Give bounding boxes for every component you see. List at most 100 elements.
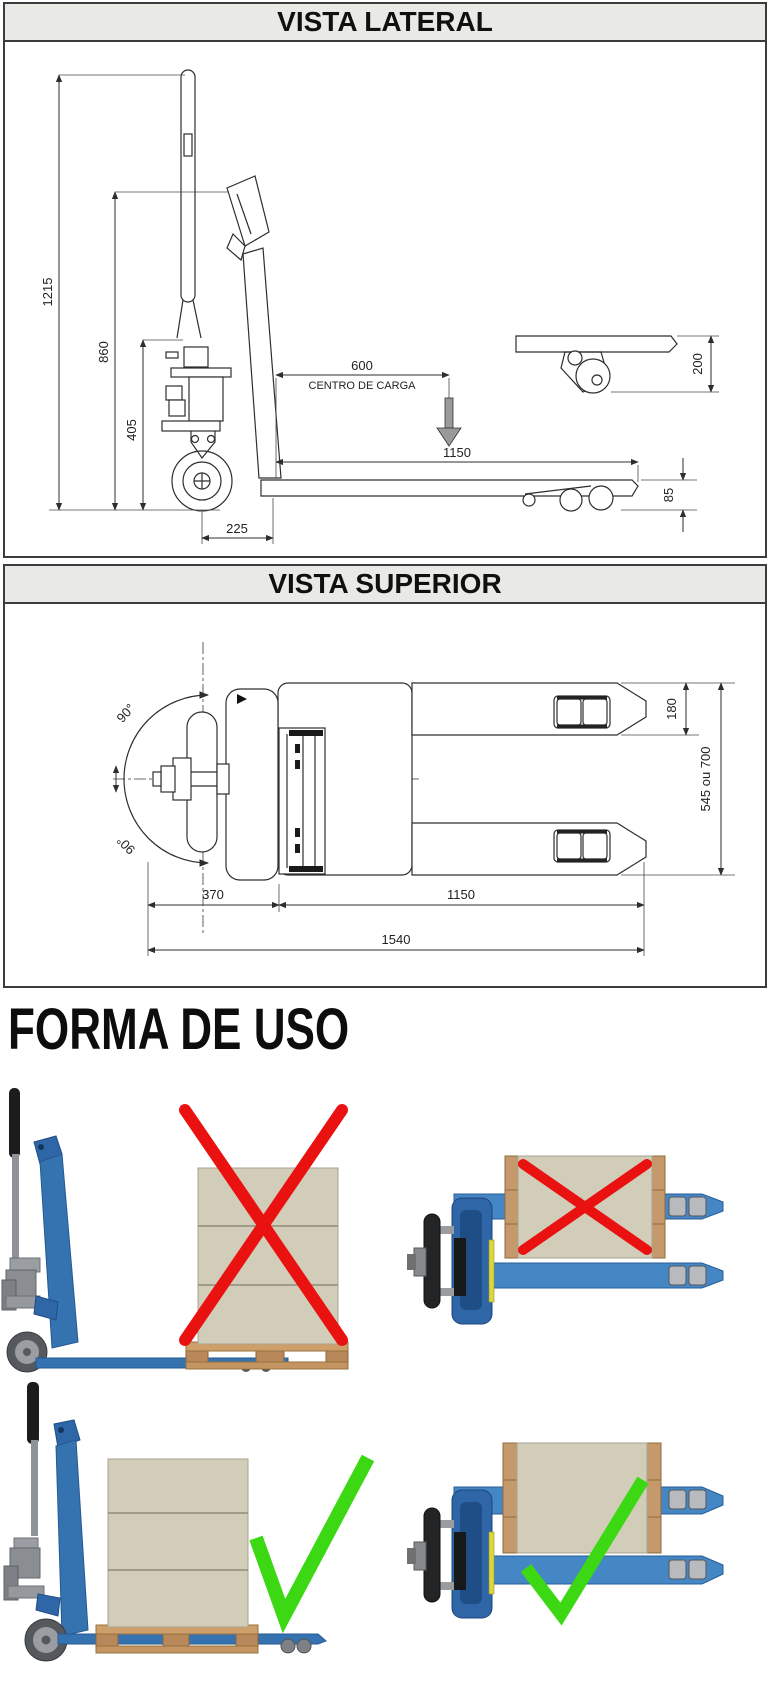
dim-label-545: 545 ou 700 [698, 746, 713, 811]
tiller-head [226, 175, 270, 247]
x-mark-icon [179, 1104, 348, 1346]
fork-upper [411, 682, 647, 736]
pump-base [7, 1585, 45, 1599]
usage-section-heading: FORMA DE USO [8, 997, 350, 1062]
dim-label-85: 85 [661, 488, 676, 502]
usage-image-top-incorrect [407, 1155, 724, 1325]
dim-1150-top: 1150 [278, 887, 645, 909]
tiller-lower [226, 232, 246, 262]
roller [688, 1265, 707, 1286]
steer-wheel-hub [23, 1348, 31, 1356]
pallet-block [255, 1350, 285, 1364]
pallet-illustration [95, 1624, 259, 1654]
body-cover [225, 688, 279, 881]
dim-85: 85 [621, 458, 697, 532]
fork-roller-linkage [524, 485, 592, 495]
dimensions-top: 180 545 ou 700 370 1150 1540 [147, 682, 735, 956]
x-mark-icon [518, 1159, 652, 1255]
pallet-plank-lines [503, 1479, 661, 1518]
roller [668, 1196, 687, 1217]
lift-strip [488, 1239, 495, 1303]
dim-label-90-lower: 90° [114, 833, 139, 858]
usage-image-top-correct [407, 1442, 724, 1626]
pump-base [161, 420, 221, 432]
dim-180: 180 [664, 682, 690, 736]
pallet-edge-right [646, 1442, 662, 1554]
pump-head [183, 346, 209, 368]
load-arrow-icon [436, 397, 462, 447]
pallet-edge-left [504, 1155, 520, 1259]
dim-1150-side: 1150 [275, 445, 639, 482]
pallet-bottom-plank [95, 1645, 259, 1654]
fork-roller-2 [588, 485, 614, 511]
load-boxes [197, 1167, 339, 1345]
pallet-edge-right [650, 1155, 666, 1259]
pivot-link [216, 763, 230, 795]
roller [688, 1559, 707, 1580]
fork-tip-detail [515, 335, 678, 394]
handle-nut [407, 1548, 416, 1564]
handle-bar [180, 69, 196, 303]
load-box [107, 1458, 249, 1628]
top-view-drawing: 90° 90° [5, 604, 765, 986]
load-box [197, 1167, 339, 1345]
pump-lever-stub [165, 351, 179, 359]
dim-label-370: 370 [202, 887, 224, 902]
body-panel [454, 1238, 466, 1296]
handle-arm [438, 1288, 454, 1296]
tip-wheel [575, 358, 611, 394]
forks-top-view [411, 682, 647, 876]
pallet-truck-side-illustration [3, 1382, 327, 1662]
truck-handle-pole [12, 1154, 19, 1270]
fork-lower [411, 822, 647, 876]
mast [242, 247, 282, 479]
usage-image-side-correct [3, 1382, 375, 1662]
pallet-block [95, 1633, 119, 1648]
dim-label-1150-side: 1150 [443, 445, 471, 460]
usage-image-side-incorrect [1, 1088, 349, 1373]
side-view-drawing: 1215 860 405 225 600 CENTRO DE C [5, 42, 765, 556]
dim-860: 860 [96, 191, 119, 511]
truck-handle-pole [31, 1440, 38, 1536]
pallet-truck-side-illustration [1, 1088, 289, 1373]
pump-plate [170, 367, 232, 378]
pivot-nut [152, 771, 162, 787]
lift-strip [488, 1531, 495, 1595]
handle-arm [438, 1582, 454, 1590]
link-arm [35, 1593, 61, 1617]
handle-grip-detail [183, 133, 193, 157]
dim-label-225: 225 [226, 521, 248, 536]
load-boxes [107, 1458, 249, 1628]
pallet-bottom-plank [185, 1361, 349, 1370]
dim-200: 200 [611, 335, 719, 393]
load-center-label: CENTRO DE CARGA [309, 380, 417, 392]
roller [668, 1559, 687, 1580]
dim-label-90-upper: 90° [114, 701, 138, 726]
panel-title-lateral: VISTA LATERAL [5, 4, 765, 42]
bracket-bolt-right [206, 434, 216, 444]
fork-tip-bar [515, 335, 678, 353]
panel-title-superior: VISTA SUPERIOR [5, 566, 765, 604]
handle-nut [407, 1254, 416, 1270]
fork-tip-wheel-2 [296, 1638, 312, 1654]
direction-marker-icon [237, 694, 247, 704]
bracket-bolt-left [190, 434, 200, 444]
panel-top-view: VISTA SUPERIOR 90° 90° [3, 564, 767, 988]
fork-tip-wheel-1 [280, 1638, 296, 1654]
handle-arm [438, 1226, 454, 1234]
dim-225: 225 [201, 498, 274, 544]
dim-label-180: 180 [664, 698, 679, 720]
pallet-block [325, 1350, 349, 1364]
fork-roller-1 [559, 488, 583, 512]
roller [688, 1196, 707, 1217]
pivot-bolt [160, 765, 176, 793]
handle-top-view [152, 711, 230, 853]
pallet-plank-lines [505, 1189, 665, 1225]
fork-roller-link [522, 493, 536, 507]
fork-side [260, 479, 639, 497]
panel-side-view: VISTA LATERAL [3, 2, 767, 558]
tiller-detail [38, 1144, 44, 1150]
steer-wheel-cross [194, 473, 210, 489]
tiller-detail [58, 1427, 64, 1433]
truck-mast [55, 1439, 89, 1637]
